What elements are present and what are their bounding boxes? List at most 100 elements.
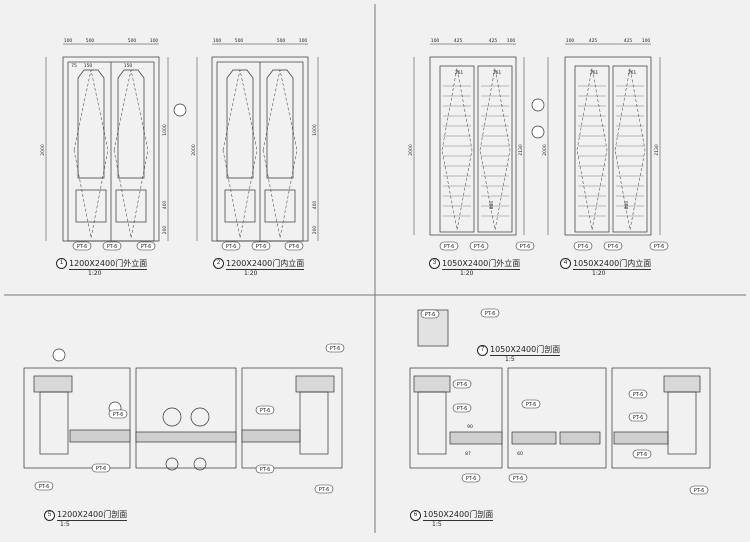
drawing-title: 1050X2400门剖面 [423, 510, 494, 521]
svg-text:PT-6: PT-6 [694, 488, 705, 494]
pt-6-tag: PT-6 [420, 309, 440, 319]
dimension-label: 261 [493, 70, 502, 76]
door-elevation-1 [45, 43, 187, 242]
pt-6-tag: PT-6 [461, 473, 481, 483]
svg-text:PT-6: PT-6 [256, 244, 267, 250]
svg-text:PT-6: PT-6 [107, 244, 118, 250]
dimension-label: 100 [213, 38, 222, 44]
dimension-label: 500 [86, 38, 95, 44]
dimension-label: 1000 [162, 124, 168, 136]
door-section-6 [409, 309, 711, 469]
pt-6-tag: PT-6 [251, 241, 271, 251]
drawing-number: 3 [429, 258, 440, 269]
pt-6-tag: PT-6 [508, 473, 528, 483]
pt-6-tag: PT-6 [72, 241, 92, 251]
dimension-label: 100 [299, 38, 308, 44]
dimension-label: 200 [312, 226, 318, 235]
pt-6-tag: PT-6 [255, 464, 275, 474]
pt-6-tag: PT-6 [603, 241, 623, 251]
dimension-label: 100 [566, 38, 575, 44]
dimension-label: 425 [589, 38, 598, 44]
drawing-scale: 1:5 [432, 521, 442, 528]
svg-text:PT-6: PT-6 [526, 402, 537, 408]
dimension-label: 425 [454, 38, 463, 44]
pt-6-tag: PT-6 [628, 412, 648, 422]
pt-6-tag: PT-6 [452, 379, 472, 389]
dimension-label: 2000 [40, 144, 46, 156]
drawing-scale: 1:5 [60, 521, 70, 528]
svg-text:PT-6: PT-6 [654, 244, 665, 250]
drawing-title: 1200X2400门内立面 [226, 259, 305, 270]
dimension-label: 425 [624, 38, 633, 44]
dimension-label: 261 [628, 70, 637, 76]
drawing-scale: 1:20 [88, 270, 102, 277]
svg-text:PT-6: PT-6 [425, 312, 436, 318]
svg-text:PT-6: PT-6 [633, 415, 644, 421]
drawing-number: 7 [477, 345, 488, 356]
dimension-label: 87 [465, 451, 471, 457]
dimension-label: 150 [84, 63, 93, 69]
dimension-label: 425 [489, 38, 498, 44]
pt-6-tag: PT-6 [439, 241, 459, 251]
dimension-label: 500 [128, 38, 137, 44]
drawing-number: 2 [213, 258, 224, 269]
drawing-scale: 1:20 [460, 270, 474, 277]
pt-6-tag: PT-6 [255, 405, 275, 415]
dimension-label: 261 [455, 70, 464, 76]
pt-6-tag: PT-6 [632, 449, 652, 459]
pt-6-tag: PT-6 [284, 241, 304, 251]
pt-6-tag: PT-6 [136, 241, 156, 251]
drawing-title: 1200X2400门剖面 [57, 510, 128, 521]
drawing-title: 1200X2400门外立面 [69, 259, 148, 270]
door-elevation-2 [196, 43, 319, 242]
pt-6-tag: PT-6 [34, 481, 54, 491]
drawing-scale: 1:5 [505, 356, 515, 363]
pt-6-tag: PT-6 [515, 241, 535, 251]
svg-text:PT-6: PT-6 [608, 244, 619, 250]
drawing-title: 1050X2400门剖面 [490, 345, 561, 356]
svg-text:PT-6: PT-6 [444, 244, 455, 250]
dimension-label: 261 [590, 70, 599, 76]
pt-6-tag: PT-6 [221, 241, 241, 251]
dimension-label: 75 [71, 63, 77, 69]
svg-text:PT-6: PT-6 [319, 487, 330, 493]
pt-6-tag: PT-6 [452, 403, 472, 413]
pt-6-tag: PT-6 [91, 463, 111, 473]
pt-6-tag: PT-6 [649, 241, 669, 251]
drawing-number: 5 [44, 510, 55, 521]
dimension-label: 2000 [542, 144, 548, 156]
drawing-number: 1 [56, 258, 67, 269]
dimension-label: 2130 [518, 144, 524, 156]
dimension-label: 880 [489, 201, 495, 210]
dimension-label: 150 [124, 63, 133, 69]
drawing-scale: 1:20 [592, 270, 606, 277]
door-elevation-4 [547, 43, 661, 236]
dimension-label: 90 [467, 424, 473, 430]
svg-text:PT-6: PT-6 [226, 244, 237, 250]
dimension-label: 100 [64, 38, 73, 44]
drawing-number: 4 [560, 258, 571, 269]
drawing-number: 6 [410, 510, 421, 521]
pt-6-tag: PT-6 [689, 485, 709, 495]
svg-text:PT-6: PT-6 [39, 484, 50, 490]
svg-text:PT-6: PT-6 [578, 244, 589, 250]
dimension-label: 400 [162, 201, 168, 210]
pt-6-tag: PT-6 [108, 409, 128, 419]
svg-text:PT-6: PT-6 [474, 244, 485, 250]
svg-text:PT-6: PT-6 [96, 466, 107, 472]
pt-6-tag: PT-6 [314, 484, 334, 494]
svg-text:PT-6: PT-6 [141, 244, 152, 250]
svg-text:PT-6: PT-6 [113, 412, 124, 418]
svg-text:PT-6: PT-6 [289, 244, 300, 250]
dimension-label: 100 [431, 38, 440, 44]
drawing-title: 1050X2400门外立面 [442, 259, 521, 270]
pt-6-tag: PT-6 [628, 389, 648, 399]
door-elevation-3 [413, 43, 545, 236]
dimension-label: 500 [277, 38, 286, 44]
svg-text:PT-6: PT-6 [330, 346, 341, 352]
svg-text:PT-6: PT-6 [260, 408, 271, 414]
